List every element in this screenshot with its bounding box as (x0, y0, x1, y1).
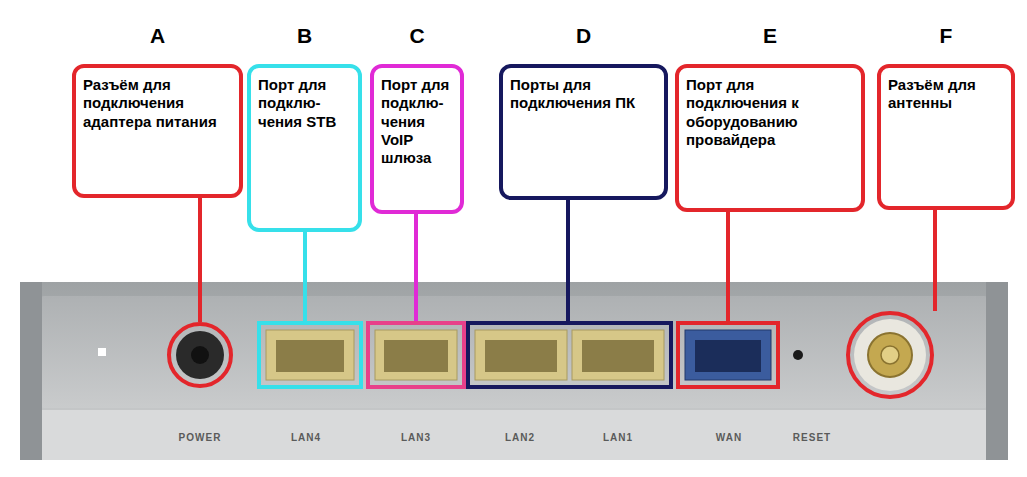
callout-box: BПорт для подклю-чения STB (247, 64, 362, 232)
antenna-pin (881, 346, 899, 364)
callout-box: AРазъём для подключения адаптера питания (72, 64, 243, 198)
power-highlight (169, 324, 231, 386)
leader-line (414, 212, 418, 321)
router-ear (986, 282, 1008, 460)
callout-letter: F (881, 24, 1011, 48)
callout-box: DПорты для подключения ПК (499, 64, 668, 200)
port-label: RESET (793, 432, 831, 443)
lan-port-opening (485, 340, 557, 372)
router-body (20, 282, 1008, 460)
callout-text: Разъём для антенны (888, 76, 1005, 113)
lan4-highlight (259, 323, 361, 387)
lan-port-opening (276, 340, 344, 372)
port-label: POWER (179, 432, 222, 443)
leader-line (933, 208, 937, 311)
callout-letter: A (76, 24, 239, 48)
antenna-connector (868, 333, 912, 377)
wan-port-opening (695, 340, 761, 372)
lan-pc-highlight (468, 323, 671, 387)
power-jack-hole (191, 346, 209, 364)
antenna-base (854, 319, 926, 391)
reset-hole (793, 350, 803, 360)
callout-letter: D (503, 24, 664, 48)
router-ear (20, 282, 42, 460)
label-strip (20, 410, 1008, 460)
indicator (98, 348, 106, 356)
callout-text: Порты для подключения ПК (510, 76, 658, 113)
lan-port (375, 330, 457, 380)
port-label: LAN3 (401, 432, 431, 443)
callout-box: FРазъём для антенны (877, 64, 1015, 210)
lan-port (266, 330, 354, 380)
leader-line (303, 230, 307, 321)
callout-letter: E (679, 24, 861, 48)
callout-text: Порт для подклю-чения STB (258, 76, 352, 131)
callout-text: Порт для подклю-чения VoIP шлюза (381, 76, 454, 167)
lan-port (475, 330, 567, 380)
callout-box: CПорт для подклю-чения VoIP шлюза (370, 64, 464, 214)
callout-box: EПорт для подключения к оборудованию про… (675, 64, 865, 212)
leader-line (726, 210, 730, 321)
callout-letter: B (251, 24, 358, 48)
port-label: LAN2 (505, 432, 535, 443)
callout-text: Разъём для подключения адаптера питания (83, 76, 233, 131)
callout-text: Порт для подключения к оборудованию пров… (686, 76, 855, 149)
lan-port-opening (582, 340, 654, 372)
port-label: LAN1 (603, 432, 633, 443)
lan-port (572, 330, 664, 380)
wan-port (685, 330, 771, 380)
leader-line (566, 198, 570, 321)
callout-letter: C (374, 24, 460, 48)
lan-port-opening (384, 340, 448, 372)
antenna-highlight (848, 313, 932, 397)
lan3-highlight (368, 323, 464, 387)
router-face (38, 296, 990, 408)
port-label: LAN4 (291, 432, 321, 443)
wan-highlight (678, 323, 778, 387)
power-jack (176, 331, 224, 379)
leader-line (198, 196, 202, 322)
port-label: WAN (716, 432, 742, 443)
